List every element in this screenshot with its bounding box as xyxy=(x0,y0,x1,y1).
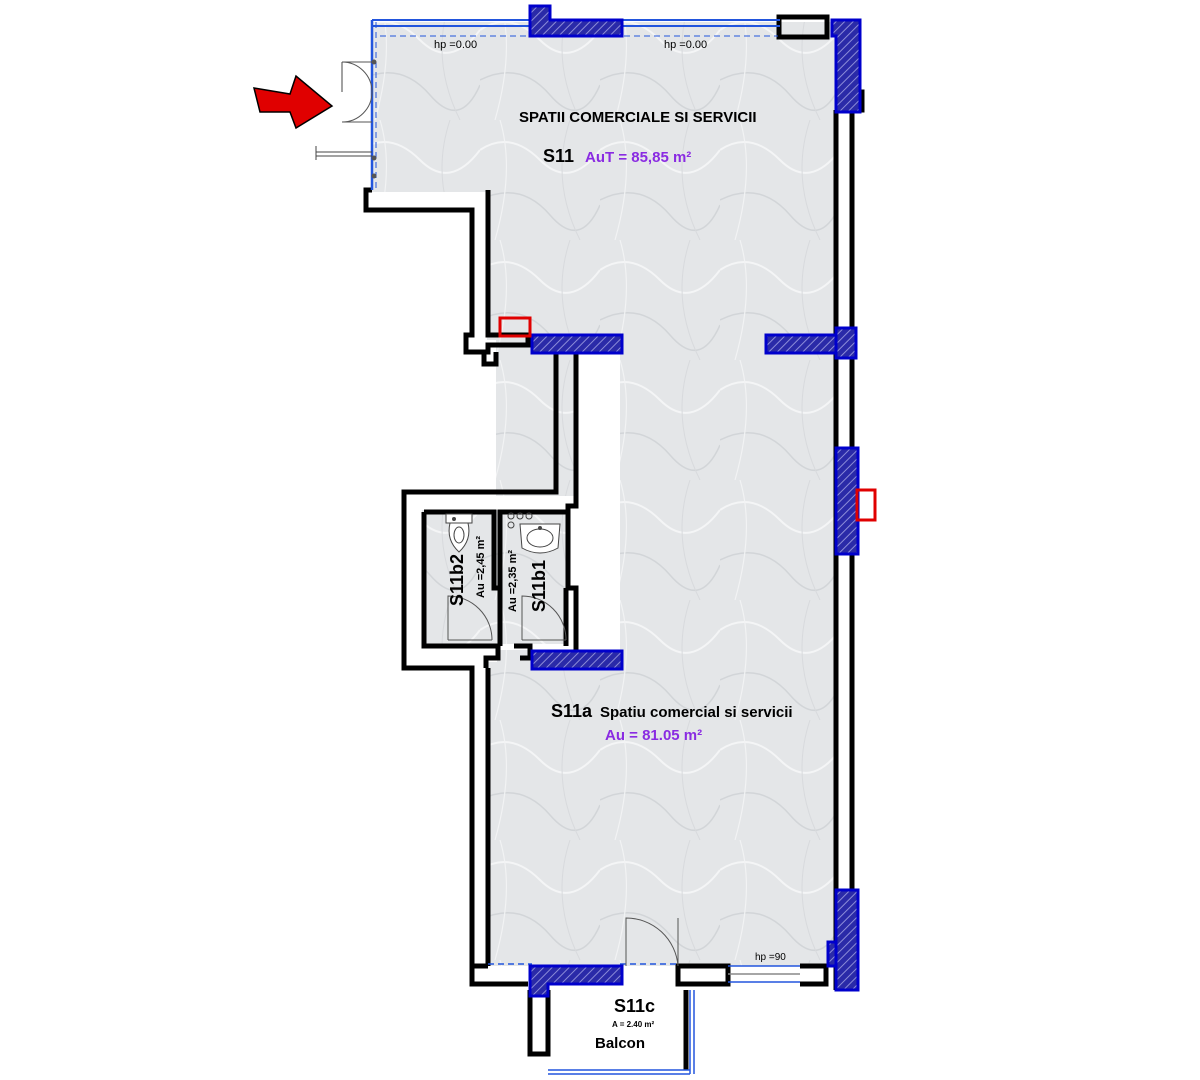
s11-code: S11 xyxy=(543,146,574,166)
s11-area: AuT = 85,85 m² xyxy=(585,149,691,166)
window-dots xyxy=(371,59,377,179)
window-bottom xyxy=(488,963,800,983)
s11b2-area: Au =2,45 m² xyxy=(475,536,487,598)
balcony-door xyxy=(625,917,679,967)
s11a-hp-label: hp =90 xyxy=(755,952,786,963)
s11c-code: S11c xyxy=(614,996,655,1016)
s11b2-code: S11b2 xyxy=(447,554,467,606)
s11b1-area: Au =2,35 m² xyxy=(507,550,519,612)
s11-title: SPATII COMERCIALE SI SERVICII xyxy=(519,109,757,126)
toilet-icon xyxy=(445,513,473,553)
s11c-area: A = 2.40 m² xyxy=(612,1020,655,1029)
structural-columns xyxy=(528,4,862,998)
s11b1-code: S11b1 xyxy=(529,560,549,612)
sink-icon xyxy=(507,512,561,554)
floor-fill xyxy=(372,22,836,1070)
s11a-area: Au = 81.05 m² xyxy=(605,727,702,744)
hp-label-right: hp =0.00 xyxy=(664,39,707,51)
red-markers xyxy=(498,316,877,522)
entrance-door xyxy=(315,61,373,160)
bathroom-doors xyxy=(447,595,567,641)
balcony-railing xyxy=(548,990,695,1075)
s11a-code: S11a xyxy=(551,701,593,721)
s11c-name: Balcon xyxy=(595,1035,645,1052)
hp-label-left: hp =0.00 xyxy=(434,39,477,51)
entrance-arrow-icon xyxy=(252,74,334,130)
window-top xyxy=(370,19,780,190)
s11a-title: Spatiu comercial si servicii xyxy=(600,704,793,721)
